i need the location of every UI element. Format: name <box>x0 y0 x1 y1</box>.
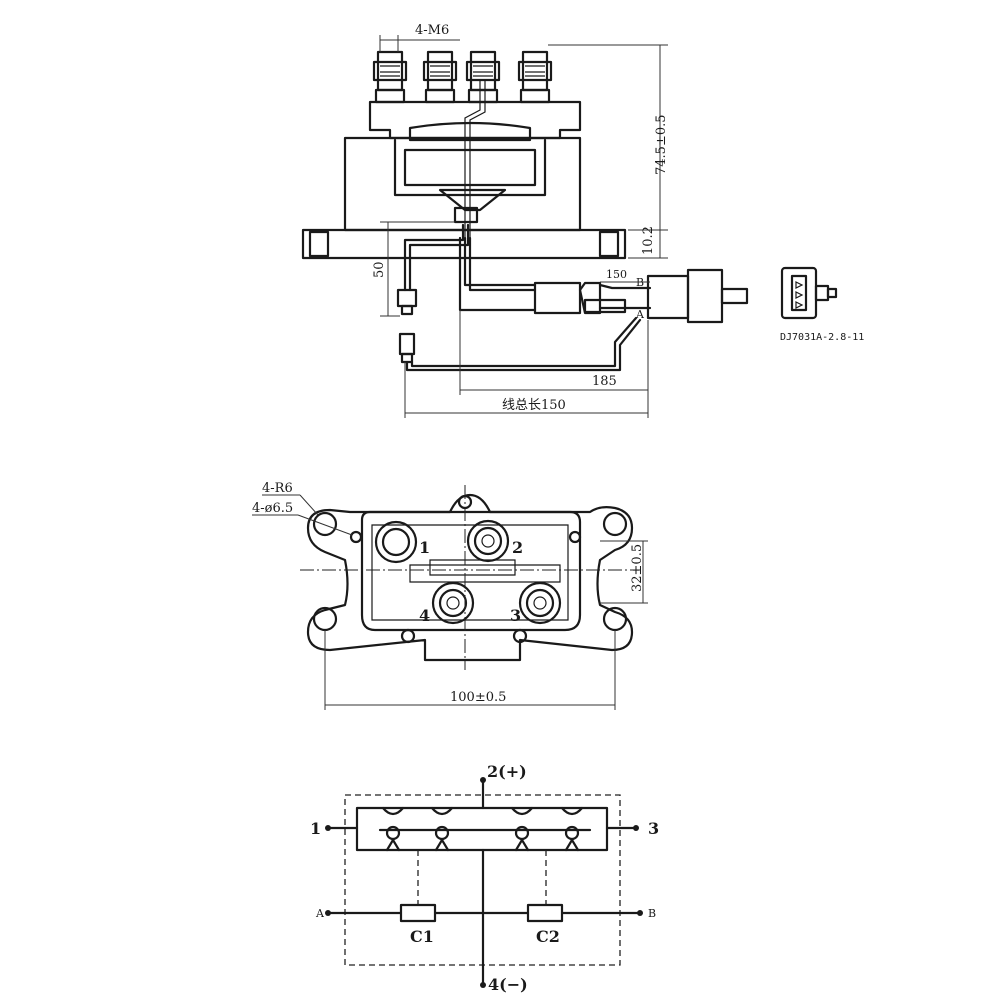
pitch-dim-label: 32±0.5 <box>630 544 645 592</box>
top-terminal-label: 2(+) <box>487 762 527 781</box>
stud-2 <box>466 519 510 563</box>
input-a-label: A <box>315 907 325 920</box>
terminal-2-label: 2 <box>512 538 523 557</box>
plan-view: 1 2 4 3 4-R6 4-ø6.5 32±0.5 100±0.5 <box>252 481 648 710</box>
coil-c1-label: C1 <box>410 927 434 946</box>
lead-dim-label: 50 <box>372 261 387 278</box>
stud-1 <box>374 520 418 564</box>
stud-4 <box>431 581 475 625</box>
bottom-terminal-label: 4(−) <box>488 975 528 994</box>
coil-c2-label: C2 <box>536 927 560 946</box>
terminal-3-label: 3 <box>510 606 521 625</box>
connector-face: DJ7031A-2.8-11 <box>780 266 864 343</box>
wire-length-150: 150 <box>606 268 627 281</box>
bolt-size-label: 4-M6 <box>415 23 449 38</box>
terminal-1-label: 1 <box>419 538 430 557</box>
radius-label: 4-R6 <box>262 481 293 496</box>
wiring-schematic: 2(+) 4(−) 1 3 A B C1 C2 <box>310 762 659 994</box>
hole-label: 4-ø6.5 <box>252 501 293 516</box>
terminal-bolts <box>372 50 553 104</box>
left-terminal-label: 1 <box>310 819 321 838</box>
pin-a-label: A <box>635 308 645 321</box>
height-dim-label: 74.5±0.5 <box>654 114 669 175</box>
flange-dim-label: 10.2 <box>641 226 656 255</box>
wire-185-label: 185 <box>592 374 617 389</box>
terminal-4-label: 4 <box>419 606 430 625</box>
stud-3 <box>518 581 562 625</box>
total-length-label: 线总长150 <box>502 398 566 413</box>
connector-code-label: DJ7031A-2.8-11 <box>780 332 864 343</box>
side-view: 4-M6 74.5±0.5 10.2 50 <box>301 23 864 418</box>
width-dim-label: 100±0.5 <box>450 690 506 705</box>
right-terminal-label: 3 <box>648 819 659 838</box>
input-b-label: B <box>648 907 656 920</box>
